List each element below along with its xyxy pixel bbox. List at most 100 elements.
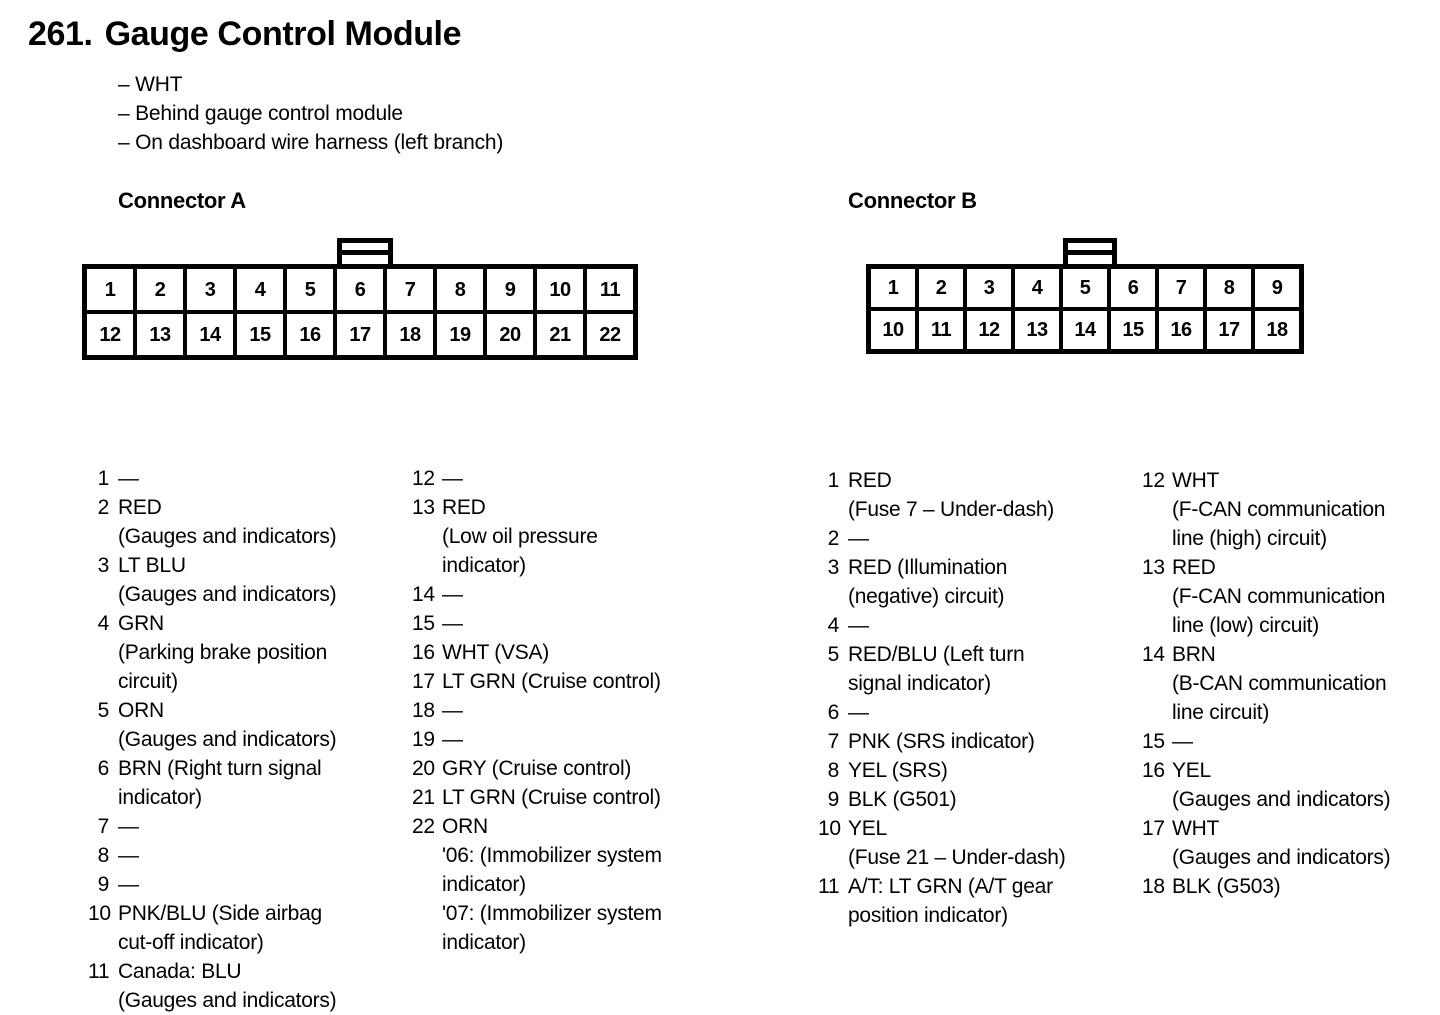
page-title: 261.Gauge Control Module — [28, 15, 462, 53]
desc-line-1: — — [442, 699, 463, 722]
pin-cell-18[interactable]: 18 — [1255, 311, 1299, 349]
pin-cell-21[interactable]: 21 — [537, 314, 583, 355]
pin-cell-20[interactable]: 20 — [487, 314, 533, 355]
desc-line-2: cut-off indicator) — [118, 931, 264, 954]
desc-line-2: (Gauges and indicators) — [118, 728, 337, 751]
pin-cell-13[interactable]: 13 — [1015, 311, 1059, 349]
pin-cell-7[interactable]: 7 — [1159, 269, 1203, 307]
pin-cell-17[interactable]: 17 — [1207, 311, 1251, 349]
legend-a-pin-2: 2 RED(Gauges and indicators) — [88, 493, 408, 551]
pin-cell-10[interactable]: 10 — [537, 269, 583, 310]
pin-description: RED (Illumination (negative) circuit) — [848, 553, 1108, 611]
pin-cell-11[interactable]: 11 — [919, 311, 963, 349]
pin-description: RED(Gauges and indicators) — [118, 493, 408, 551]
pin-cell-11[interactable]: 11 — [587, 269, 633, 310]
pin-cell-12[interactable]: 12 — [87, 314, 133, 355]
desc-line-2: indicator) — [118, 786, 202, 809]
desc-line-1: RED (Illumination — [848, 556, 1008, 579]
pin-number: 16 — [412, 641, 435, 664]
pin-cell-16[interactable]: 16 — [287, 314, 333, 355]
pin-cell-9[interactable]: 9 — [1255, 269, 1299, 307]
pin-cell-13[interactable]: 13 — [137, 314, 183, 355]
desc-line-2: (Gauges and indicators) — [118, 525, 337, 548]
pin-description: — — [442, 725, 712, 754]
legend-a-pin-19: 19— — [412, 725, 712, 754]
desc-line-1: RED — [442, 496, 486, 519]
pin-description: — — [118, 841, 408, 870]
pin-cell-14[interactable]: 14 — [187, 314, 233, 355]
pin-cell-3[interactable]: 3 — [187, 269, 233, 310]
pin-cell-1[interactable]: 1 — [871, 269, 915, 307]
desc-line-1: GRN — [118, 612, 164, 635]
pin-cell-4[interactable]: 4 — [1015, 269, 1059, 307]
pin-cell-10[interactable]: 10 — [871, 311, 915, 349]
pin-cell-7[interactable]: 7 — [387, 269, 433, 310]
pin-number: 1 — [97, 467, 110, 490]
pin-cell-16[interactable]: 16 — [1159, 311, 1203, 349]
legend-a-pin-15: 15— — [412, 609, 712, 638]
pin-cell-3[interactable]: 3 — [967, 269, 1011, 307]
desc-line-1: RED — [1172, 556, 1216, 579]
pin-description: — — [1172, 727, 1440, 756]
pin-cell-4[interactable]: 4 — [237, 269, 283, 310]
pin-cell-15[interactable]: 15 — [237, 314, 283, 355]
desc-line-2: (Gauges and indicators) — [1172, 788, 1391, 811]
desc-line-2: (negative) circuit) — [848, 585, 1005, 608]
pin-cell-19[interactable]: 19 — [437, 314, 483, 355]
pin-description: YEL(Fuse 21 – Under-dash) — [848, 814, 1108, 872]
pin-cell-9[interactable]: 9 — [487, 269, 533, 310]
pin-cell-8[interactable]: 8 — [437, 269, 483, 310]
pin-cell-14[interactable]: 14 — [1063, 311, 1107, 349]
pin-cell-8[interactable]: 8 — [1207, 269, 1251, 307]
pin-number: 15 — [1142, 730, 1165, 753]
desc-line-2: (Low oil pressure — [442, 525, 598, 548]
desc-line-1: — — [118, 467, 139, 490]
pin-cell-6[interactable]: 6 — [1111, 269, 1155, 307]
pin-cell-12[interactable]: 12 — [967, 311, 1011, 349]
desc-line-1: WHT — [1172, 817, 1220, 840]
pin-cell-1[interactable]: 1 — [87, 269, 133, 310]
pin-cell-17[interactable]: 17 — [337, 314, 383, 355]
note-line-3: – On dashboard wire harness (left branch… — [118, 131, 504, 154]
pin-description: WHT(Gauges and indicators) — [1172, 814, 1440, 872]
pin-number: 3 — [827, 556, 840, 579]
pin-number: 13 — [1142, 556, 1165, 579]
pin-number: 4 — [827, 614, 840, 637]
pin-number: 13 — [412, 496, 435, 519]
legend-a-pin-7: 7— — [88, 812, 408, 841]
pin-cell-5[interactable]: 5 — [287, 269, 333, 310]
pin-number: 7 — [827, 730, 840, 753]
pin-number: 2 — [97, 496, 110, 519]
pin-number: 6 — [827, 701, 840, 724]
pin-description: LT BLU(Gauges and indicators) — [118, 551, 408, 609]
pin-cell-2[interactable]: 2 — [137, 269, 183, 310]
pin-number: 5 — [827, 643, 840, 666]
desc-line-2: (F-CAN communication — [1172, 498, 1386, 521]
desc-line-1: — — [848, 527, 869, 550]
pin-cell-6[interactable]: 6 — [337, 269, 383, 310]
desc-line-3: line (low) circuit) — [1172, 614, 1319, 637]
pin-cell-2[interactable]: 2 — [919, 269, 963, 307]
pin-cell-18[interactable]: 18 — [387, 314, 433, 355]
pin-number: 11 — [88, 960, 110, 983]
pin-cell-15[interactable]: 15 — [1111, 311, 1155, 349]
pin-cell-5[interactable]: 5 — [1063, 269, 1107, 307]
pin-cell-22[interactable]: 22 — [587, 314, 633, 355]
desc-line-2: signal indicator) — [848, 672, 991, 695]
